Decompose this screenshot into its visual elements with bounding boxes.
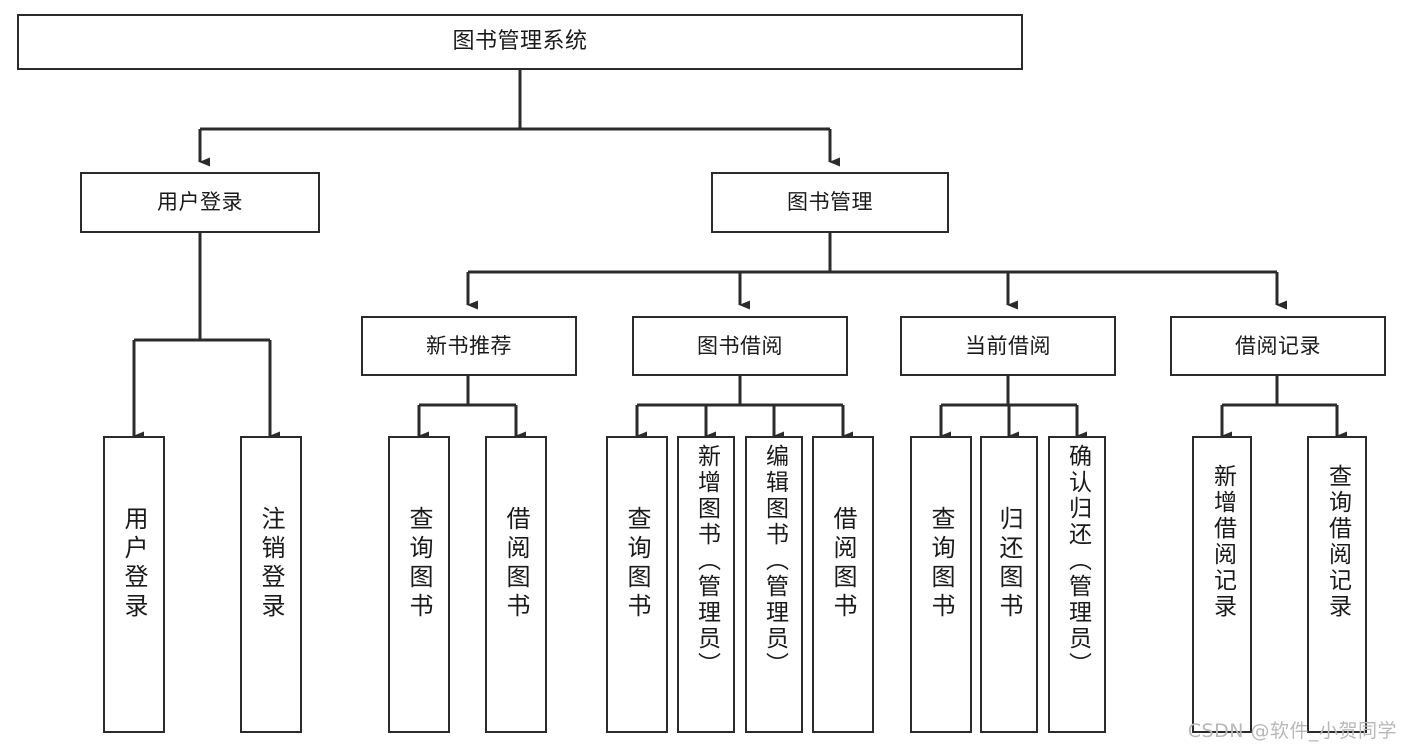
node-leaf-edit-book-label: 编辑图书（管理员） <box>761 444 788 678</box>
node-leaf-query-book-2[interactable]: 查询图书 <box>606 436 668 733</box>
node-leaf-query-record-label: 查询借阅记录 <box>1324 464 1351 620</box>
node-leaf-query-book-1[interactable]: 查询图书 <box>388 436 450 733</box>
node-book-borrow-label: 图书借阅 <box>697 333 783 358</box>
node-leaf-add-record[interactable]: 新增借阅记录 <box>1192 436 1252 733</box>
node-leaf-query-record[interactable]: 查询借阅记录 <box>1307 436 1367 733</box>
node-root-label: 图书管理系统 <box>452 29 588 55</box>
node-leaf-add-record-label: 新增借阅记录 <box>1209 464 1236 620</box>
node-leaf-return-book-label: 归还图书 <box>995 506 1023 622</box>
node-leaf-query-book-2-label: 查询图书 <box>623 506 651 622</box>
node-leaf-confirm-return[interactable]: 确认归还（管理员） <box>1048 436 1106 733</box>
node-new-book-rec[interactable]: 新书推荐 <box>361 316 577 376</box>
node-book-manage-label: 图书管理 <box>787 190 873 215</box>
node-book-manage[interactable]: 图书管理 <box>711 172 949 233</box>
node-user-login-label: 用户登录 <box>157 190 243 215</box>
node-leaf-add-book-label: 新增图书（管理员） <box>693 444 720 678</box>
node-user-login[interactable]: 用户登录 <box>80 172 320 233</box>
csdn-watermark: CSDN @软件_小贺同学 <box>1187 720 1397 742</box>
node-leaf-user-login[interactable]: 用户登录 <box>103 436 165 733</box>
node-leaf-query-book-3-label: 查询图书 <box>927 506 955 622</box>
node-leaf-query-book-1-label: 查询图书 <box>405 506 433 622</box>
node-current-borrow-label: 当前借阅 <box>965 333 1051 358</box>
node-current-borrow[interactable]: 当前借阅 <box>900 316 1116 376</box>
node-borrow-record[interactable]: 借阅记录 <box>1170 316 1386 376</box>
node-leaf-borrow-book-1-label: 借阅图书 <box>502 506 530 622</box>
node-leaf-logout-label: 注销登录 <box>257 506 285 622</box>
node-leaf-add-book[interactable]: 新增图书（管理员） <box>677 436 735 733</box>
node-new-book-rec-label: 新书推荐 <box>426 333 512 358</box>
node-leaf-borrow-book-2[interactable]: 借阅图书 <box>812 436 874 733</box>
node-borrow-record-label: 借阅记录 <box>1235 333 1321 358</box>
node-leaf-query-book-3[interactable]: 查询图书 <box>910 436 972 733</box>
node-leaf-borrow-book-2-label: 借阅图书 <box>829 506 857 622</box>
node-leaf-edit-book[interactable]: 编辑图书（管理员） <box>745 436 803 733</box>
node-book-borrow[interactable]: 图书借阅 <box>632 316 848 376</box>
node-leaf-confirm-return-label: 确认归还（管理员） <box>1064 444 1091 678</box>
node-leaf-borrow-book-1[interactable]: 借阅图书 <box>485 436 547 733</box>
node-root[interactable]: 图书管理系统 <box>17 14 1023 70</box>
node-leaf-logout[interactable]: 注销登录 <box>240 436 302 733</box>
node-leaf-return-book[interactable]: 归还图书 <box>980 436 1038 733</box>
node-leaf-user-login-label: 用户登录 <box>120 506 148 622</box>
